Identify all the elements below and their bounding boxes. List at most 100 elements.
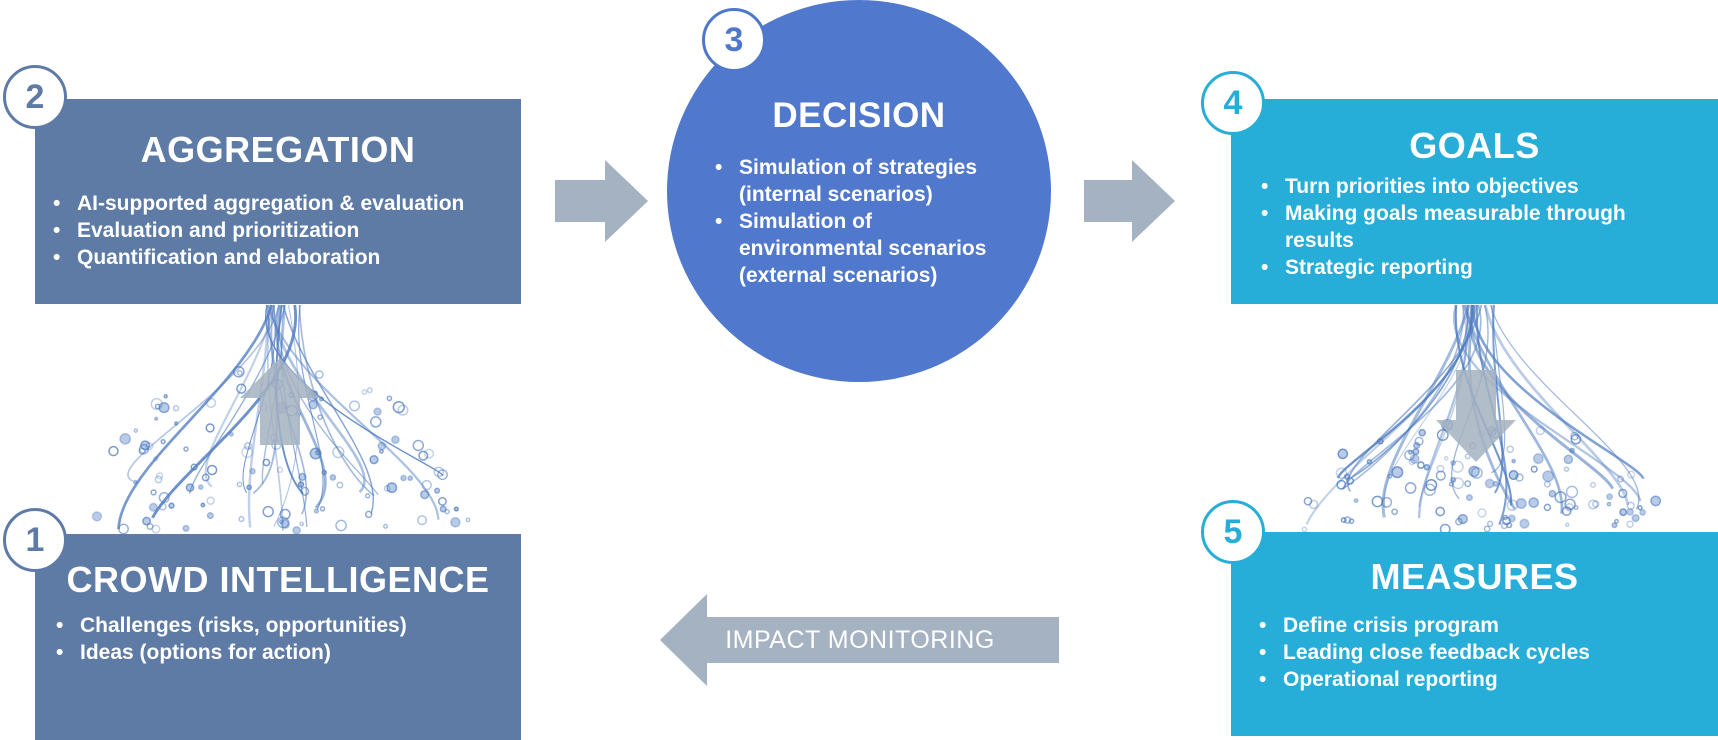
vein-line: [1462, 304, 1564, 514]
bubble: [1543, 503, 1552, 512]
bubble: [1443, 456, 1449, 461]
bubble: [453, 506, 459, 512]
step-1-badge: 1: [3, 508, 67, 572]
arrow-goals-to-measures-icon: [1436, 370, 1516, 462]
bubble: [118, 523, 129, 535]
list-item: Turn priorities into objectives: [1257, 173, 1626, 200]
bubble: [383, 523, 389, 529]
bubble: [1592, 500, 1600, 508]
measures-bullets: Define crisis program Leading close feed…: [1255, 612, 1590, 693]
bubble: [206, 464, 218, 476]
bubble: [1502, 516, 1511, 526]
bubble: [1554, 491, 1567, 504]
aggregation-title: AGGREGATION: [140, 129, 416, 170]
bubble: [154, 475, 163, 484]
bubble: [299, 521, 305, 527]
bubble: [314, 370, 324, 379]
bubble: [1569, 447, 1575, 454]
bubble: [190, 463, 198, 471]
bubble: [386, 395, 393, 402]
aggregation-box: AGGREGATION AI-supported aggregation & e…: [35, 99, 521, 304]
bubble: [1371, 495, 1384, 508]
bubble: [197, 484, 204, 490]
bubble: [1451, 460, 1464, 473]
bubble: [1340, 517, 1347, 524]
bubble: [317, 414, 323, 420]
bubble: [433, 466, 445, 478]
vein-line: [1352, 304, 1469, 478]
bubble: [279, 508, 291, 520]
bubble: [373, 407, 382, 416]
vein-line: [1305, 304, 1473, 525]
bubble: [1565, 522, 1570, 528]
bubble: [200, 502, 206, 508]
bubble: [1563, 466, 1570, 472]
bubble: [158, 492, 170, 504]
bubble: [1464, 480, 1472, 488]
bubble: [1532, 453, 1544, 465]
vein-line: [282, 304, 374, 514]
bubble: [1391, 466, 1404, 479]
bubble: [383, 485, 391, 492]
bubble: [1448, 481, 1454, 487]
bubble: [1530, 465, 1538, 473]
bubble: [1468, 465, 1480, 478]
vein-line: [298, 304, 375, 497]
impact-monitoring-arrow-icon: [660, 594, 1059, 686]
bubble: [1412, 441, 1421, 450]
bubble: [1477, 508, 1487, 518]
bubble: [1301, 526, 1308, 533]
bubble: [1528, 497, 1540, 508]
bubble: [205, 397, 217, 409]
bubble: [1508, 470, 1519, 481]
bubble: [1519, 518, 1530, 529]
bubble: [276, 466, 284, 474]
step-4-badge: 4: [1201, 71, 1265, 135]
crowd-intelligence-bullets: Challenges (risks, opportunities) Ideas …: [52, 612, 407, 666]
bubble: [262, 505, 274, 518]
bubble: [364, 493, 371, 499]
bubble: [298, 472, 307, 482]
bubble: [278, 519, 285, 525]
bubble: [1626, 520, 1634, 528]
bubble: [1542, 470, 1555, 483]
bubble: [1343, 516, 1352, 524]
goals-item-2-line-2: results: [1285, 229, 1354, 252]
bubble: [297, 481, 305, 488]
bubble: [418, 450, 429, 461]
list-item: Simulation of strategies (internal scena…: [711, 154, 986, 208]
bubble: [1391, 508, 1398, 516]
bubble: [1515, 497, 1527, 510]
bubble: [318, 396, 325, 402]
bubble: [1589, 481, 1597, 488]
bubble: [361, 389, 368, 395]
measures-title: MEASURES: [1370, 556, 1579, 597]
bubble: [160, 438, 166, 445]
impact-monitoring-label: IMPACT MONITORING: [725, 626, 995, 654]
bubble: [1336, 479, 1347, 490]
bubble: [1548, 489, 1557, 498]
aggregation-bullets: AI-supported aggregation & evaluation Ev…: [49, 190, 464, 271]
vein-line: [1492, 304, 1504, 494]
bubble: [1353, 497, 1359, 504]
bubble: [465, 517, 471, 523]
vein-line: [1490, 304, 1506, 474]
bubble: [150, 489, 157, 496]
bubble: [236, 369, 243, 376]
list-item: Define crisis program: [1255, 612, 1590, 639]
list-item: Simulation of environmental scenarios (e…: [711, 208, 986, 289]
bubble: [1303, 496, 1313, 506]
vein-line: [269, 304, 366, 494]
bubble: [168, 502, 175, 509]
bubble: [1450, 459, 1457, 467]
arrow-crowd-to-aggregation-icon: [240, 358, 320, 445]
decision-item-1-line-2: (internal scenarios): [739, 183, 933, 206]
bubble: [1626, 501, 1635, 510]
bubble: [439, 505, 447, 513]
bubble: [158, 502, 167, 511]
bubble: [1619, 508, 1628, 517]
bubble: [142, 516, 152, 526]
list-item: Ideas (options for action): [52, 639, 407, 666]
vein-line: [298, 304, 324, 510]
decision-bullets: Simulation of strategies (internal scena…: [711, 154, 986, 289]
